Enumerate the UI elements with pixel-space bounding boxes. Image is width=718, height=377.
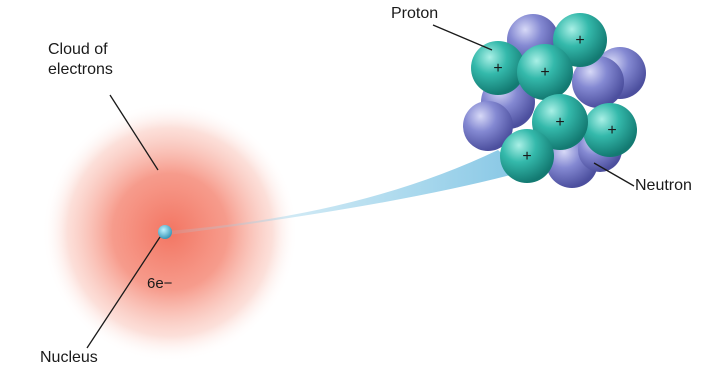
magnification-beam	[168, 150, 522, 235]
electron-count-label: 6e−	[147, 275, 173, 292]
magnified-nucleus: + + + + + +	[463, 13, 646, 188]
cloud-label-line1: Cloud of	[48, 41, 108, 58]
proton-charge-sign: +	[607, 122, 616, 139]
neutron-particle	[463, 101, 513, 151]
neutron-label: Neutron	[635, 177, 692, 194]
nucleus-label: Nucleus	[40, 349, 98, 366]
proton-charge-sign: +	[555, 114, 564, 131]
nucleus-leader-line	[86, 236, 161, 349]
cloud-of-electrons-label: Cloud of electrons	[48, 40, 113, 80]
proton-charge-sign: +	[493, 60, 502, 77]
proton-charge-sign: +	[575, 32, 584, 49]
proton-label: Proton	[391, 5, 439, 22]
neutron-particle	[572, 56, 624, 108]
cloud-label-line2: electrons	[48, 61, 113, 78]
proton-particle	[500, 129, 554, 183]
proton-particle	[583, 103, 637, 157]
proton-particle	[517, 44, 573, 100]
proton-charge-sign: +	[522, 148, 531, 165]
cloud-leader-line	[109, 94, 159, 171]
neutron-leader-line	[593, 162, 635, 187]
proton-particle	[553, 13, 607, 67]
proton-leader-line	[432, 24, 493, 51]
proton-particle	[532, 94, 588, 150]
nucleus-dot	[158, 225, 172, 239]
proton-particle	[471, 41, 525, 95]
proton-charge-sign: +	[540, 64, 549, 81]
